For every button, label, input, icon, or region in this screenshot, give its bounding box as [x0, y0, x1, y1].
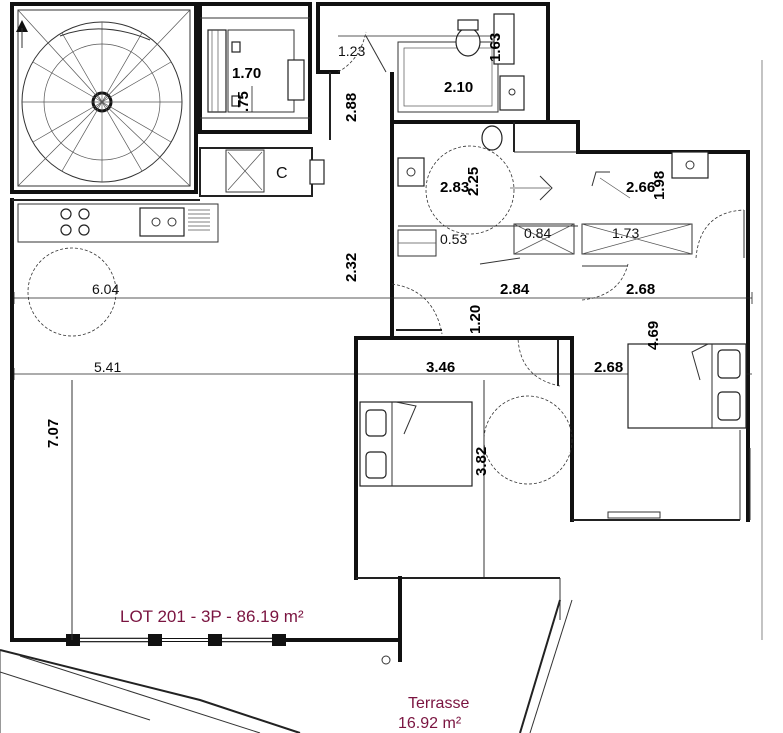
turning-circle: [27, 247, 117, 337]
right-upper-room: [576, 150, 750, 522]
dim-225: 2.25: [465, 167, 482, 196]
storage-cupboard: C: [199, 147, 325, 197]
terrace: [0, 599, 573, 733]
dim-283: 2.83: [440, 179, 469, 196]
dim-170: 1.70: [232, 65, 261, 82]
dim-268-a: 2.68: [626, 281, 655, 298]
dim-268-b: 2.68: [594, 359, 623, 376]
shower-room: [390, 120, 580, 257]
lot-label: LOT 201 - 3P - 86.19 m²: [120, 607, 304, 626]
corridor-doors: [391, 257, 629, 387]
bedroom-1: [354, 336, 740, 580]
terrace-area: 16.92 m²: [398, 715, 462, 732]
dim-469: 4.69: [645, 321, 662, 350]
dim-210: 2.10: [444, 79, 473, 96]
dim-120: 1.20: [467, 305, 484, 334]
dim-084: 0.84: [524, 225, 551, 241]
kitchen-counter: [10, 198, 219, 642]
dim-707: 7.07: [45, 419, 62, 448]
dim-053: 0.53: [440, 231, 467, 247]
dim-163: 1.63: [487, 33, 504, 62]
cellar-letter: C: [276, 165, 288, 182]
dim-346: 3.46: [426, 359, 455, 376]
small-bathroom: [198, 2, 312, 134]
terrace-name: Terrasse: [408, 695, 469, 712]
dim-284: 2.84: [500, 281, 530, 298]
dim-232: 2.32: [343, 253, 360, 282]
dim-198: 1.98: [651, 171, 668, 200]
spiral-staircase: [10, 2, 198, 194]
bathroom-top: [316, 2, 550, 124]
dim-173: 1.73: [612, 225, 639, 241]
dim-075: .75: [235, 91, 252, 112]
dim-123: 1.23: [338, 43, 365, 59]
dim-266: 2.66: [626, 179, 655, 196]
dim-541: 5.41: [94, 359, 121, 375]
dim-288: 2.88: [343, 93, 360, 122]
bedroom-2: [627, 343, 747, 520]
dimension-labels: 1.70 .75 1.23 1.63 2.10 2.88 2.83 2.25 2…: [45, 33, 668, 476]
dim-382: 3.82: [473, 447, 490, 476]
dim-604: 6.04: [92, 281, 119, 297]
facade: [10, 380, 561, 665]
